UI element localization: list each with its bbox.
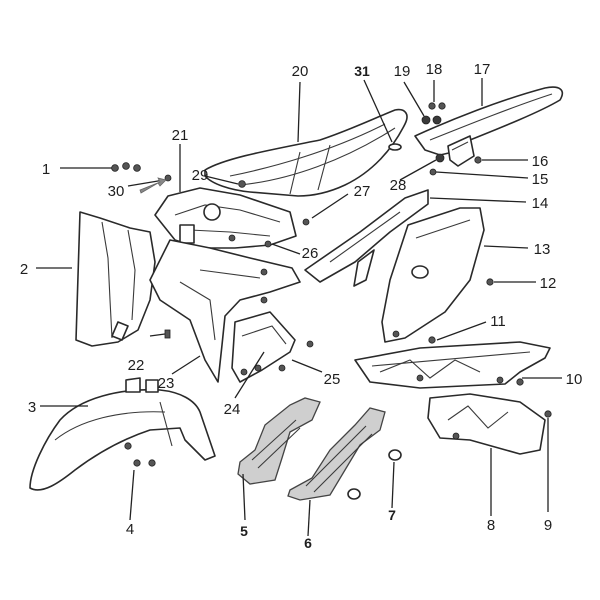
callout-6: 6: [304, 535, 312, 551]
callout-19: 19: [394, 63, 411, 80]
callout-labels: 1 2 3 4 5 6 7 8 9 10 11 12 13 14 15 16 1…: [20, 61, 583, 551]
callout-9: 9: [544, 517, 552, 534]
leader-lines: [36, 78, 562, 537]
part-grommet-small: [347, 488, 361, 500]
callout-26: 26: [302, 245, 319, 262]
callout-5: 5: [240, 523, 248, 539]
callout-31: 31: [354, 63, 370, 79]
part-radiator-shroud: [149, 239, 301, 383]
part-fasteners: [111, 102, 552, 467]
part-frame-guard-left: [237, 397, 321, 485]
callout-24: 24: [224, 401, 241, 418]
part-shroud-bracket: [231, 311, 296, 383]
part-side-shroud-strip: [304, 189, 429, 287]
callout-10: 10: [566, 371, 583, 388]
callout-28: 28: [390, 177, 407, 194]
callout-16: 16: [532, 153, 549, 170]
part-side-number-plate: [381, 207, 485, 343]
callout-22: 22: [128, 357, 145, 374]
callout-18: 18: [426, 61, 443, 78]
arrow-icon: [139, 177, 167, 194]
callout-12: 12: [540, 275, 557, 292]
callout-20: 20: [292, 63, 309, 80]
part-frame-guard-right: [287, 407, 386, 501]
callout-21: 21: [172, 127, 189, 144]
part-swingarm-guard: [354, 341, 551, 389]
part-seat: [204, 108, 408, 197]
part-chain-guard: [427, 393, 546, 455]
callout-14: 14: [532, 195, 549, 212]
callout-4: 4: [126, 521, 134, 538]
part-airbox: [154, 187, 297, 249]
callout-2: 2: [20, 261, 28, 278]
callout-8: 8: [487, 517, 495, 534]
part-front-number-plate: [75, 211, 156, 347]
callout-3: 3: [28, 399, 36, 416]
callout-25: 25: [324, 371, 341, 388]
callout-13: 13: [534, 241, 551, 258]
part-grommet: [388, 449, 402, 461]
callout-11: 11: [490, 313, 506, 330]
callout-23: 23: [158, 375, 175, 392]
callout-7: 7: [388, 507, 396, 523]
part-front-fender: [29, 377, 216, 491]
callout-15: 15: [532, 171, 549, 188]
callout-27: 27: [354, 183, 371, 200]
part-rear-fender: [414, 86, 564, 167]
callout-1: 1: [42, 161, 50, 178]
callout-17: 17: [474, 61, 491, 78]
callout-30: 30: [108, 183, 125, 200]
callout-29: 29: [192, 167, 209, 184]
